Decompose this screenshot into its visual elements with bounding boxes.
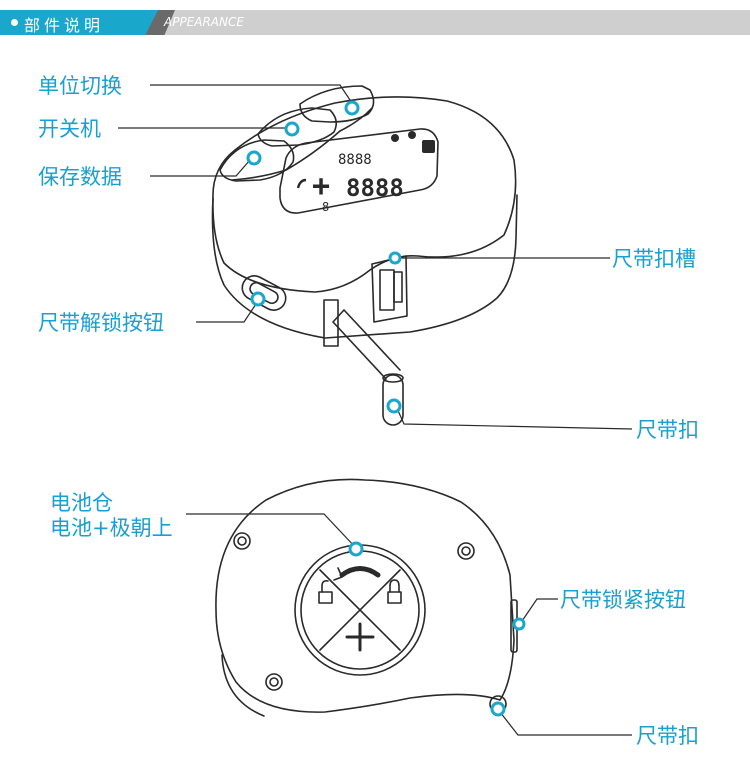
- leader-save-data: [150, 159, 251, 177]
- locked-padlock-shackle-icon: [389, 579, 400, 593]
- label-tape-lock-button: 尺带锁紧按钮: [560, 588, 686, 612]
- label-unit-switch: 单位切换: [38, 74, 122, 98]
- lcd-unit-icon: [422, 140, 435, 153]
- label-battery-compartment: 电池仓: [50, 491, 113, 515]
- tape-exit-slot: [323, 299, 339, 347]
- lcd-small-digits: 8888: [338, 152, 372, 168]
- marker-tape-hook-bottom: [490, 701, 506, 717]
- label-tape-hook-top: 尺带扣: [636, 418, 699, 442]
- battery-cover-cross: [319, 569, 401, 651]
- button-base-line: [231, 169, 287, 181]
- tape-groove-clip: [393, 271, 403, 303]
- header-subtitle: APPEARANCE: [164, 15, 244, 29]
- marker-tape-groove: [388, 251, 402, 265]
- header-accent-band: [0, 10, 158, 35]
- screw-icon-inner: [269, 677, 279, 687]
- screw-icon-inner: [237, 536, 247, 546]
- section-header: 部件说明 APPEARANCE: [0, 10, 750, 35]
- tape-hook: [382, 374, 404, 426]
- rotate-arrow-icon: [339, 566, 381, 578]
- device-bottom-view: [215, 478, 518, 717]
- lcd-status-icon: [408, 131, 416, 139]
- unlocked-padlock-shackle-icon: [321, 580, 329, 593]
- device-back-body: [215, 478, 515, 713]
- unlocked-padlock-icon: [318, 591, 333, 604]
- tape-strip: [332, 309, 401, 380]
- leader-battery: [186, 513, 357, 549]
- lcd-segments: 8888 8888 + 8: [312, 131, 435, 214]
- screw-icon: [265, 673, 283, 691]
- marker-power: [284, 121, 300, 137]
- unit-switch-button[interactable]: [299, 85, 375, 123]
- lcd-rotate-icon: [296, 178, 307, 189]
- bullet-icon: [11, 19, 18, 26]
- rotate-arrow-head-icon: [333, 567, 343, 581]
- tape-groove-slot: [379, 269, 395, 311]
- label-tape-hook-bottom: 尺带扣: [636, 724, 699, 748]
- label-tape-unlock-button: 尺带解锁按钮: [38, 311, 164, 335]
- leader-unlock-button: [196, 297, 261, 323]
- locked-padlock-icon: [387, 591, 402, 604]
- device-top-view: [211, 85, 518, 426]
- power-button[interactable]: [257, 107, 338, 147]
- marker-lock-button: [512, 617, 526, 631]
- leader-unit-switch: [150, 84, 353, 104]
- markers: [246, 100, 526, 717]
- button-base-line-3: [339, 107, 373, 132]
- label-tape-groove: 尺带扣槽: [612, 247, 696, 271]
- screw-icon: [457, 542, 475, 560]
- lcd-indicator: 8: [322, 200, 329, 214]
- leader-lines: [118, 84, 633, 736]
- marker-tape-hook: [386, 398, 402, 414]
- device-body-side: [211, 194, 518, 339]
- header-title: 部件说明: [24, 16, 105, 35]
- leader-tape-hook-bottom: [499, 711, 632, 736]
- device-back-edge: [221, 654, 265, 717]
- marker-unlock-button: [250, 291, 266, 307]
- marker-battery: [348, 541, 364, 557]
- marker-save-data: [246, 150, 262, 166]
- lcd-large-digits: 8888: [346, 174, 404, 202]
- button-base-line-2: [285, 130, 341, 171]
- tape-hook-cap: [382, 373, 404, 383]
- marker-unit-switch: [344, 100, 360, 116]
- label-power: 开关机: [38, 117, 101, 141]
- label-save-data: 保存数据: [38, 165, 122, 189]
- battery-plus-icon: [345, 622, 375, 652]
- save-data-button[interactable]: [219, 139, 295, 182]
- screw-icon-inner: [461, 546, 471, 556]
- lcd-sign: +: [312, 169, 330, 204]
- lcd-status-icon: [391, 134, 399, 142]
- leader-tape-hook: [395, 405, 633, 430]
- label-battery-orientation: 电池+极朝上: [50, 516, 173, 540]
- screw-icon: [233, 532, 251, 550]
- leader-lock-button: [519, 598, 558, 625]
